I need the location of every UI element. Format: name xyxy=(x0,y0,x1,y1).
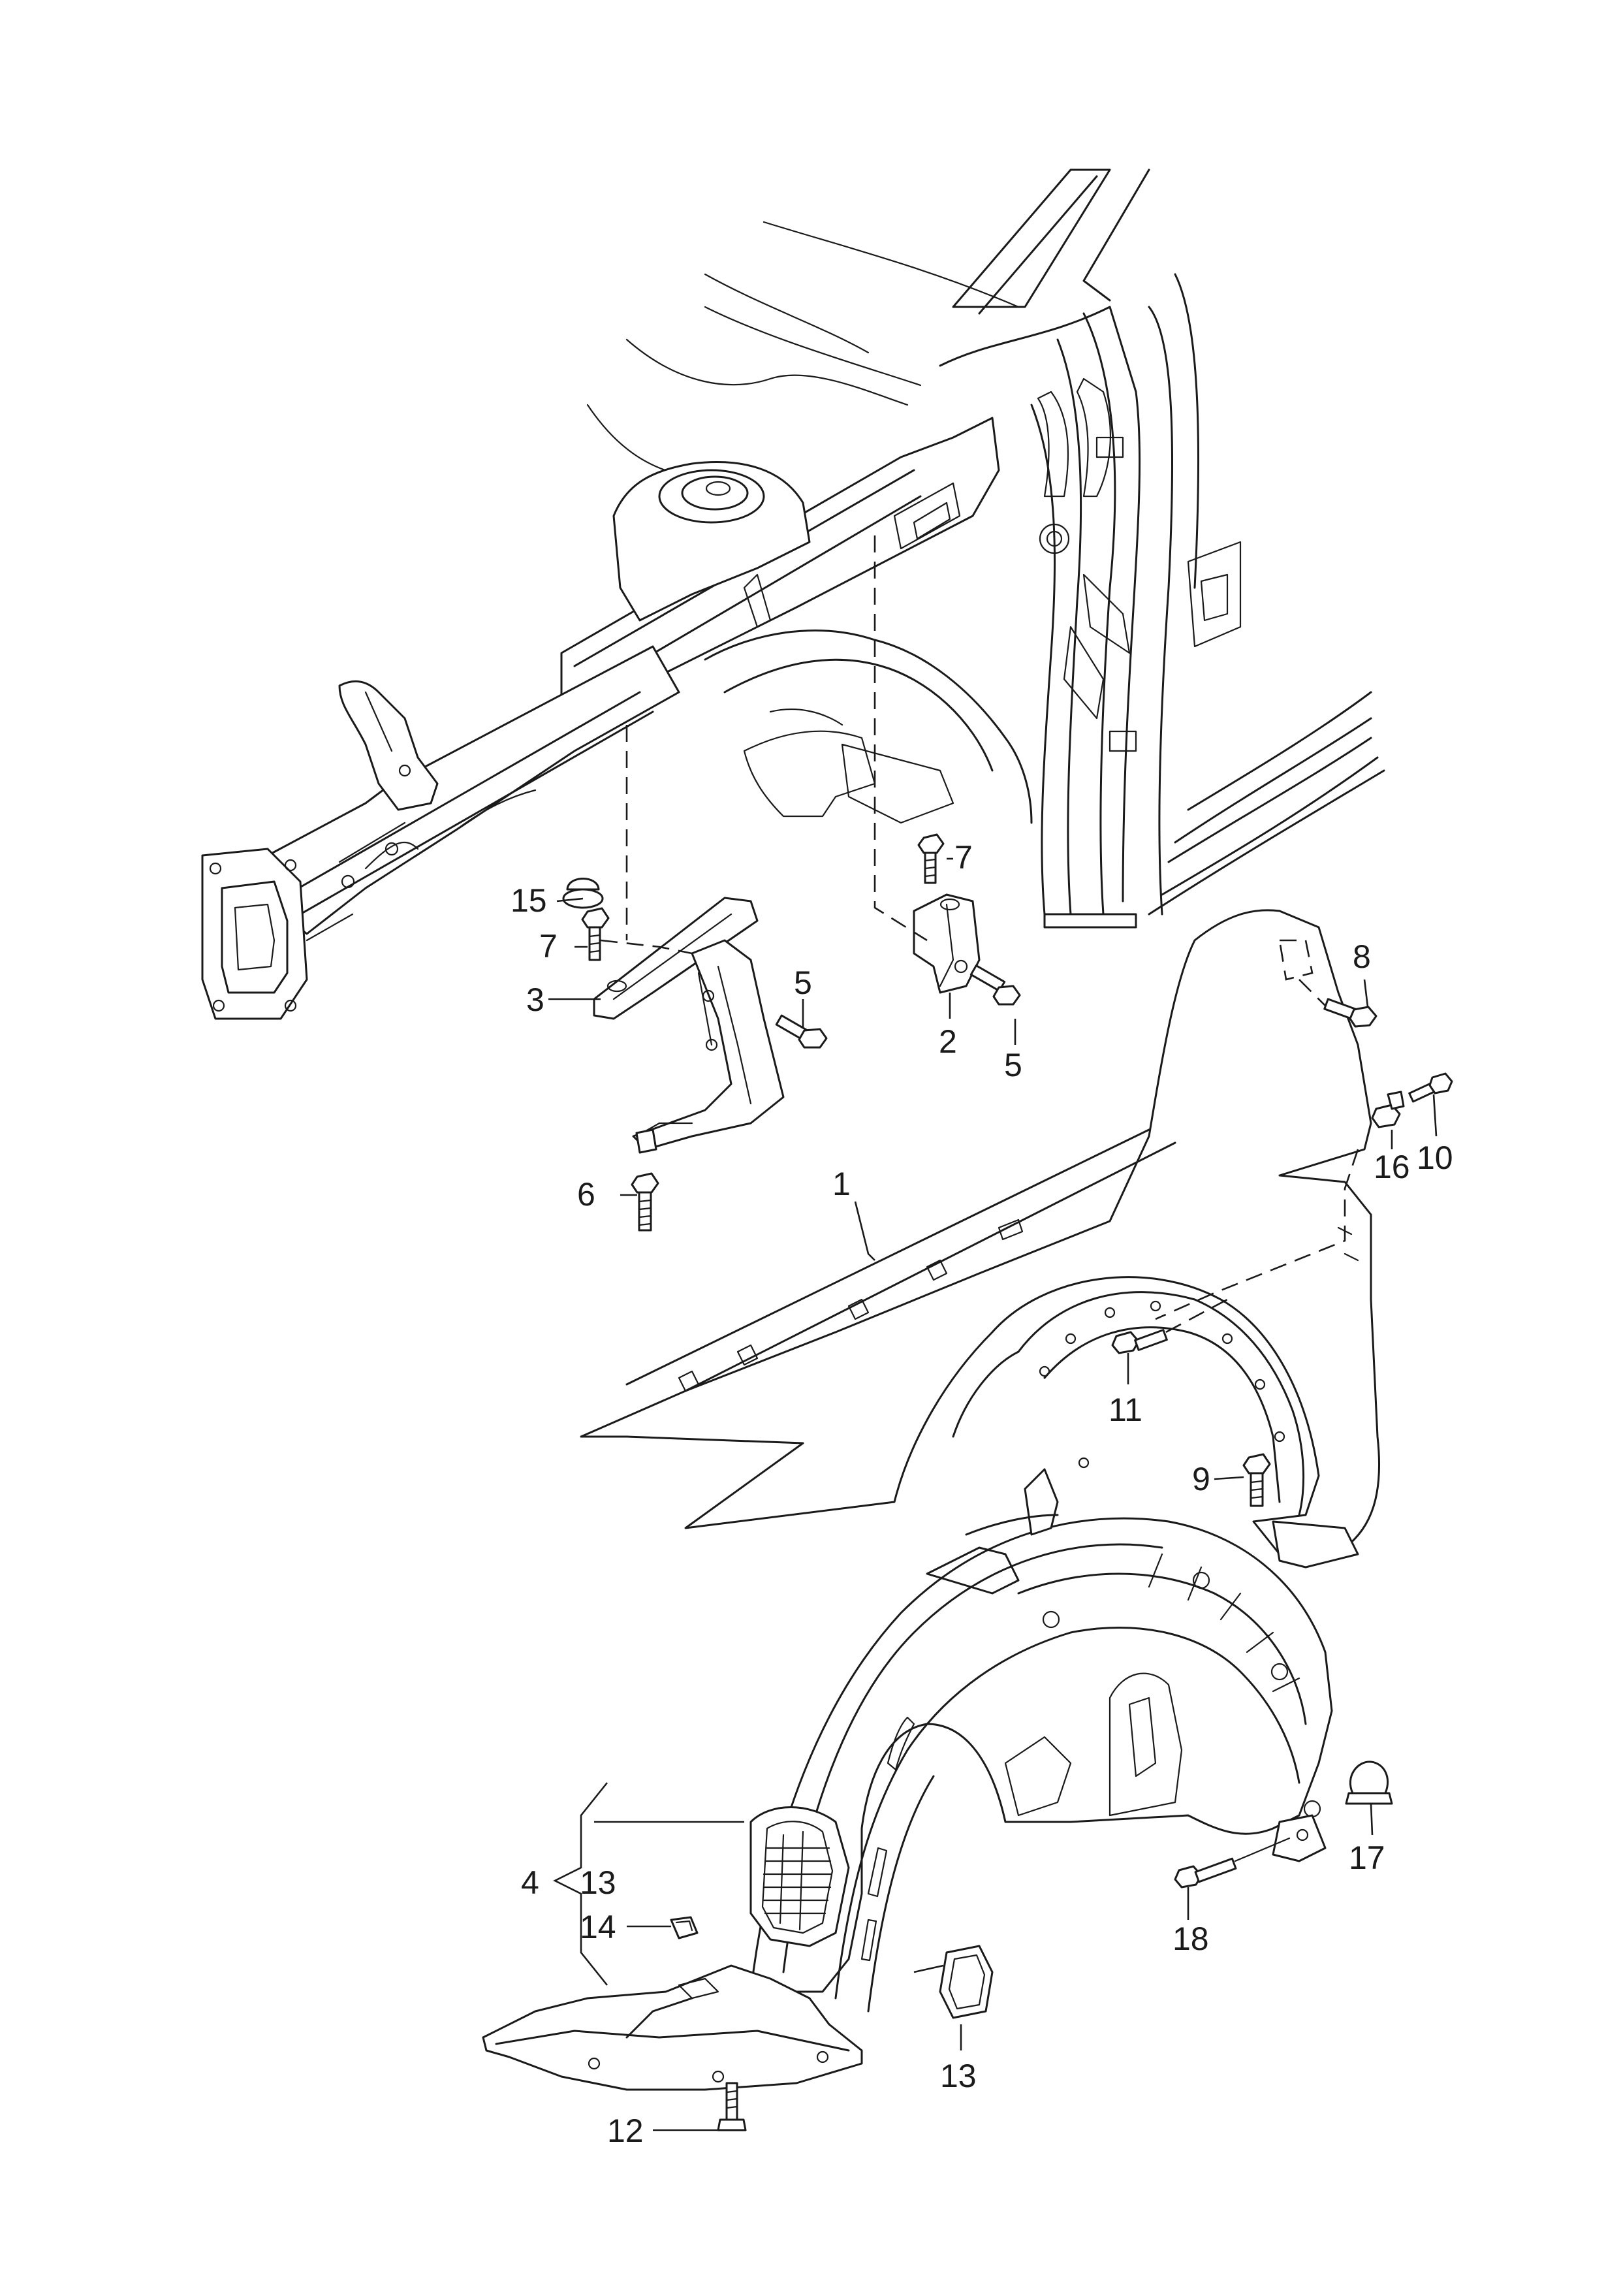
callout-2: 2 xyxy=(939,1023,957,1060)
callout-18: 18 xyxy=(1172,1921,1209,1957)
screw-part-18 xyxy=(1174,1837,1291,1889)
callout-12: 12 xyxy=(607,2113,644,2149)
callout-3: 3 xyxy=(526,981,544,1018)
callout-5-left: 5 xyxy=(794,965,812,1001)
callout-17: 17 xyxy=(1349,1840,1385,1876)
callout-13-lower: 13 xyxy=(940,2058,977,2094)
callout-14: 14 xyxy=(580,1909,616,1945)
bolt-part-10 xyxy=(1408,1072,1453,1103)
callout-5-right: 5 xyxy=(1004,1047,1022,1083)
bolt-part-8 xyxy=(1323,998,1377,1028)
callout-6: 6 xyxy=(577,1176,595,1213)
callout-9: 9 xyxy=(1192,1461,1210,1497)
callout-7-left: 7 xyxy=(539,928,558,965)
clip-part-17 xyxy=(1345,1761,1393,1805)
clip-part-14 xyxy=(670,1916,699,1939)
callout-13-upper: 13 xyxy=(580,1864,616,1901)
callout-11: 11 xyxy=(1109,1392,1142,1428)
callout-1: 1 xyxy=(832,1166,851,1202)
wheelhouse-liner-part-4 xyxy=(482,1468,1333,2091)
bracket-part-2 xyxy=(913,893,981,994)
nut-part-15 xyxy=(562,878,604,909)
callout-7-upper: 7 xyxy=(954,839,973,876)
fender-fasteners xyxy=(1111,998,1453,1507)
callout-10: 10 xyxy=(1417,1140,1453,1176)
callout-8: 8 xyxy=(1353,938,1371,975)
leader-lines xyxy=(548,857,1438,2131)
nut-part-16 xyxy=(1371,1091,1405,1128)
bolt-part-9 xyxy=(1242,1453,1271,1507)
bolt-part-7-left xyxy=(581,907,610,961)
callout-16: 16 xyxy=(1374,1149,1410,1185)
bolt-part-5-right xyxy=(969,965,1021,1006)
bolt-part-5-left xyxy=(775,1014,828,1049)
screw-part-12 xyxy=(717,2082,747,2131)
bolt-part-7-upper xyxy=(917,833,945,884)
fender-part-1 xyxy=(580,909,1380,1569)
bolt-part-11 xyxy=(1111,1298,1228,1354)
brackets-and-fasteners xyxy=(562,535,1021,1232)
callout-4: 4 xyxy=(521,1864,539,1901)
bolt-part-6 xyxy=(631,1172,659,1232)
callout-labels: 1 2 3 4 5 5 6 7 7 8 9 10 11 12 13 13 14 … xyxy=(511,839,1453,2149)
callout-15: 15 xyxy=(511,882,547,919)
body-structure xyxy=(201,168,1385,1020)
seal-part-13 xyxy=(939,1945,994,2019)
